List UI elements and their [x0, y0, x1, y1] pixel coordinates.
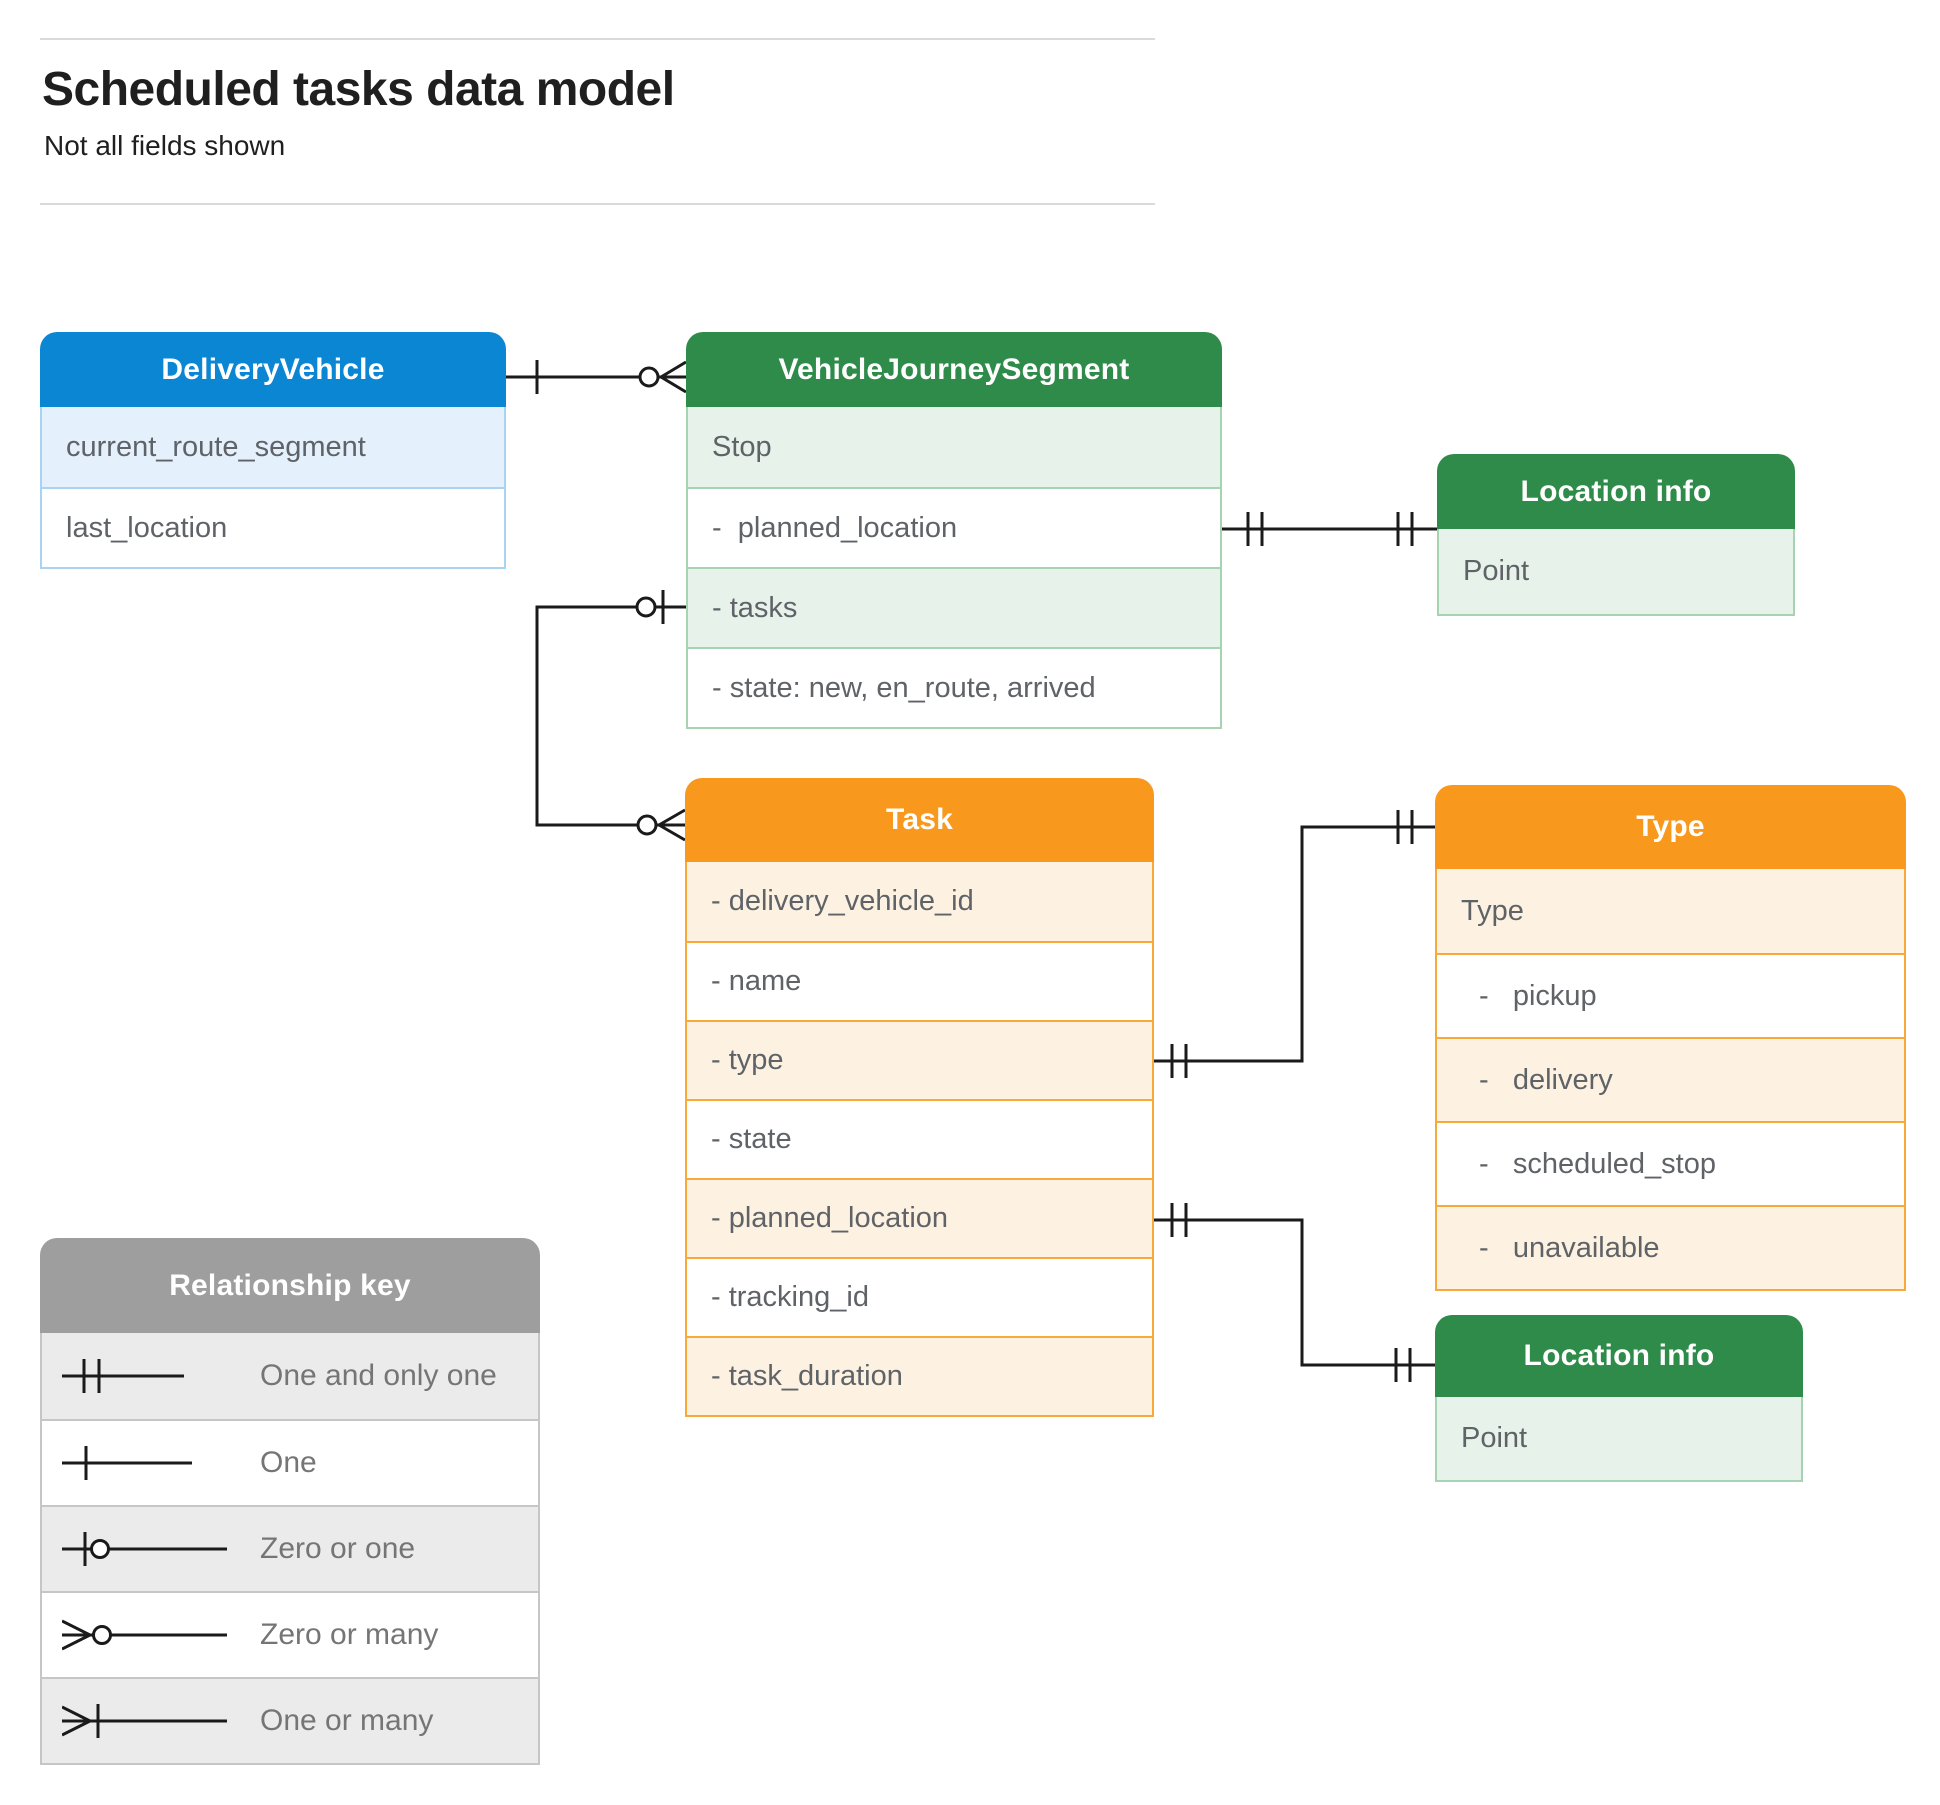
entity-task-title: Task	[685, 778, 1154, 862]
zero-or-many-icon	[62, 1619, 227, 1651]
type-option-unavailable: - unavailable	[1437, 1205, 1904, 1289]
entity-task: Task - delivery_vehicle_id - name - type…	[685, 778, 1154, 1417]
entity-vehicle-journey-segment-title: VehicleJourneySegment	[686, 332, 1222, 407]
field-tracking-id: - tracking_id	[687, 1257, 1152, 1336]
entity-delivery-vehicle: DeliveryVehicle current_route_segment la…	[40, 332, 506, 569]
entity-location-info-top: Location info Point	[1437, 454, 1795, 616]
entity-vehicle-journey-segment: VehicleJourneySegment Stop - planned_loc…	[686, 332, 1222, 729]
connector-plannedlocation-locationinfo-top	[1222, 512, 1437, 546]
field-point: Point	[1437, 1397, 1801, 1480]
legend-item-zero-or-many: Zero or many	[42, 1591, 538, 1677]
entity-location-info-bottom: Location info Point	[1435, 1315, 1803, 1482]
legend-item-label: One and only one	[260, 1359, 497, 1392]
legend-item-one-or-many: One or many	[42, 1677, 538, 1763]
legend-title: Relationship key	[40, 1238, 540, 1333]
type-option-delivery: - delivery	[1437, 1037, 1904, 1121]
type-option-scheduled-stop: - scheduled_stop	[1437, 1121, 1904, 1205]
entity-delivery-vehicle-title: DeliveryVehicle	[40, 332, 506, 407]
entity-type-title: Type	[1435, 785, 1906, 869]
legend-item-label: One or many	[260, 1704, 434, 1737]
connector-tasks-task	[535, 590, 686, 842]
field-name: - name	[687, 941, 1152, 1020]
zero-or-one-icon	[62, 1532, 227, 1566]
legend-item-label: Zero or many	[260, 1618, 439, 1651]
field-stop: Stop	[688, 407, 1220, 487]
one-and-only-one-icon	[62, 1359, 184, 1393]
connector-taskplannedlocation-locationinfo-bottom	[1154, 1203, 1435, 1382]
one-icon	[62, 1446, 192, 1480]
entity-location-info-top-title: Location info	[1437, 454, 1795, 529]
field-delivery-vehicle-id: - delivery_vehicle_id	[687, 862, 1152, 941]
top-divider	[40, 38, 1155, 40]
field-state: - state	[687, 1099, 1152, 1178]
legend-relationship-key: Relationship key One and only one One Ze…	[40, 1238, 540, 1765]
legend-item-label: One	[260, 1446, 317, 1479]
field-current-route-segment: current_route_segment	[42, 407, 504, 487]
title-divider	[40, 203, 1155, 205]
type-option-pickup: - pickup	[1437, 953, 1904, 1037]
field-state: - state: new, en_route, arrived	[688, 647, 1220, 727]
legend-item-zero-or-one: Zero or one	[42, 1505, 538, 1591]
connector-tasktype-type	[1154, 810, 1435, 1078]
field-task-duration: - task_duration	[687, 1336, 1152, 1415]
field-planned-location: - planned_location	[688, 487, 1220, 567]
field-point: Point	[1439, 529, 1793, 614]
entity-location-info-bottom-title: Location info	[1435, 1315, 1803, 1397]
field-type-label: Type	[1437, 869, 1904, 953]
page-subtitle: Not all fields shown	[44, 130, 286, 161]
field-tasks: - tasks	[688, 567, 1220, 647]
legend-item-one-and-only-one: One and only one	[42, 1333, 538, 1419]
page-title: Scheduled tasks data model	[42, 63, 675, 116]
legend-item-label: Zero or one	[260, 1532, 416, 1565]
field-type: - type	[687, 1020, 1152, 1099]
entity-type: Type Type - pickup - delivery - schedule…	[1435, 785, 1906, 1291]
connector-deliveryvehicle-vehiclejourneysegment	[506, 360, 687, 394]
one-or-many-icon	[62, 1704, 227, 1738]
legend-item-one: One	[42, 1419, 538, 1505]
field-last-location: last_location	[42, 487, 504, 567]
field-planned-location: - planned_location	[687, 1178, 1152, 1257]
